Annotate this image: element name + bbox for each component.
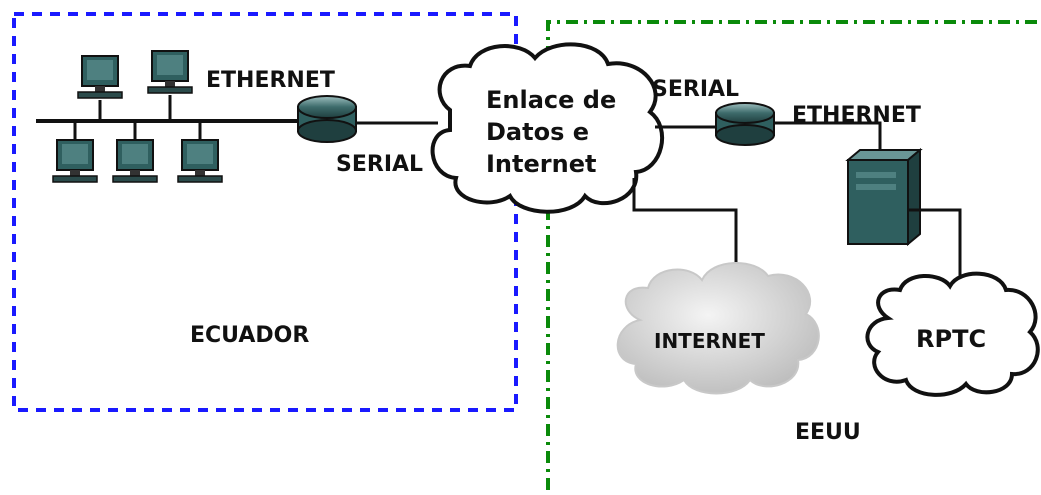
computer-icon	[52, 139, 98, 183]
cloud-label-line3: Internet	[486, 150, 596, 178]
server-icon	[845, 147, 923, 247]
cloud-label-line1: Enlace de	[486, 86, 616, 114]
computer-icon	[112, 139, 158, 183]
rptc-label: RPTC	[916, 325, 986, 353]
ecuador-label: ECUADOR	[190, 323, 309, 348]
router-icon	[297, 95, 357, 143]
cloud-icon	[616, 262, 820, 395]
computer-icon	[77, 55, 123, 99]
ethernet-label-left: ETHERNET	[206, 68, 335, 93]
cloud-icon	[865, 271, 1040, 397]
eeuu-region-border	[546, 20, 1041, 490]
router-icon	[715, 102, 775, 146]
ethernet-link-right	[774, 121, 882, 160]
ethernet-label-right: ETHERNET	[792, 103, 921, 128]
computer-icon	[147, 50, 193, 94]
internet-link	[632, 178, 738, 272]
rptc-link	[908, 208, 962, 290]
internet-label: INTERNET	[654, 329, 765, 353]
cloud-label-line2: Datos e	[486, 118, 589, 146]
computer-icon	[177, 139, 223, 183]
serial-label-left: SERIAL	[336, 152, 423, 177]
cloud-icon	[430, 42, 665, 214]
eeuu-label: EEUU	[795, 420, 861, 445]
serial-label-right: SERIAL	[652, 77, 739, 102]
